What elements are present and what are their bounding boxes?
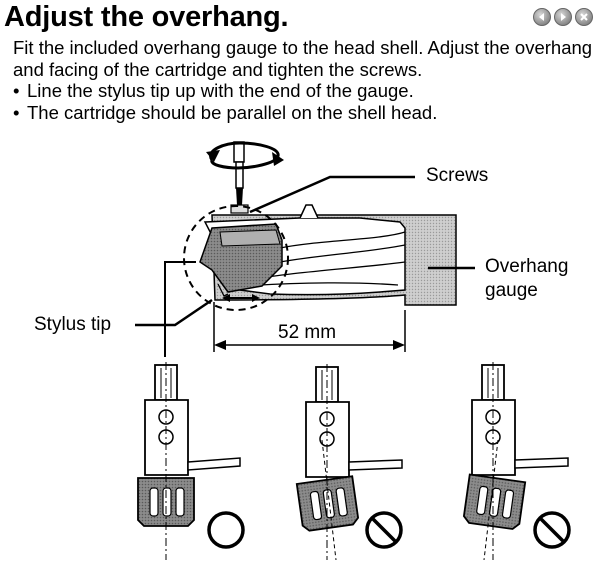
- instruction-bullet-2: • The cartridge should be parallel on th…: [13, 102, 598, 124]
- adjust-double-arrow: [222, 294, 260, 302]
- view-link-line: [164, 261, 196, 357]
- prev-button[interactable]: [533, 8, 551, 26]
- stylus-leader: [135, 298, 213, 327]
- prohibited-icon: [533, 511, 571, 549]
- bullet-glyph: •: [13, 101, 20, 123]
- screwdriver: [230, 141, 249, 214]
- detail-circle: [183, 205, 289, 311]
- distance-label: 52 mm: [278, 322, 337, 343]
- prohibited-icon: [365, 511, 403, 549]
- dimension-52mm: [213, 302, 406, 352]
- gauge-label: gauge: [485, 280, 538, 301]
- bullet-text: The cartridge should be parallel on the …: [27, 101, 438, 123]
- cartridge: [199, 223, 283, 297]
- bullet-glyph: •: [13, 80, 20, 101]
- screws-label: Screws: [426, 165, 489, 186]
- bullet-text: Line the stylus tip up with the end of t…: [27, 80, 414, 101]
- next-button[interactable]: [554, 8, 572, 26]
- triangle-right-icon: [561, 13, 566, 21]
- stylus-tip-label: Stylus tip: [34, 314, 112, 335]
- top-view-1: [137, 362, 241, 560]
- top-view-2: [295, 364, 403, 561]
- rotation-arrow-icon: [206, 141, 284, 170]
- overhang-label: Overhang: [485, 256, 569, 277]
- nav-buttons: [533, 8, 593, 26]
- correct-circle-icon: [207, 511, 245, 549]
- screws-leader: [249, 175, 415, 214]
- x-icon: [580, 13, 588, 21]
- instructions: Fit the included overhang gauge to the h…: [13, 37, 598, 123]
- page-title: Adjust the overhang.: [4, 1, 289, 33]
- triangle-left-icon: [539, 13, 544, 21]
- instruction-paragraph: Fit the included overhang gauge to the h…: [13, 37, 593, 80]
- close-button[interactable]: [575, 8, 593, 26]
- instruction-bullet-1: • Line the stylus tip up with the end of…: [13, 80, 598, 102]
- top-view-3: [462, 362, 569, 561]
